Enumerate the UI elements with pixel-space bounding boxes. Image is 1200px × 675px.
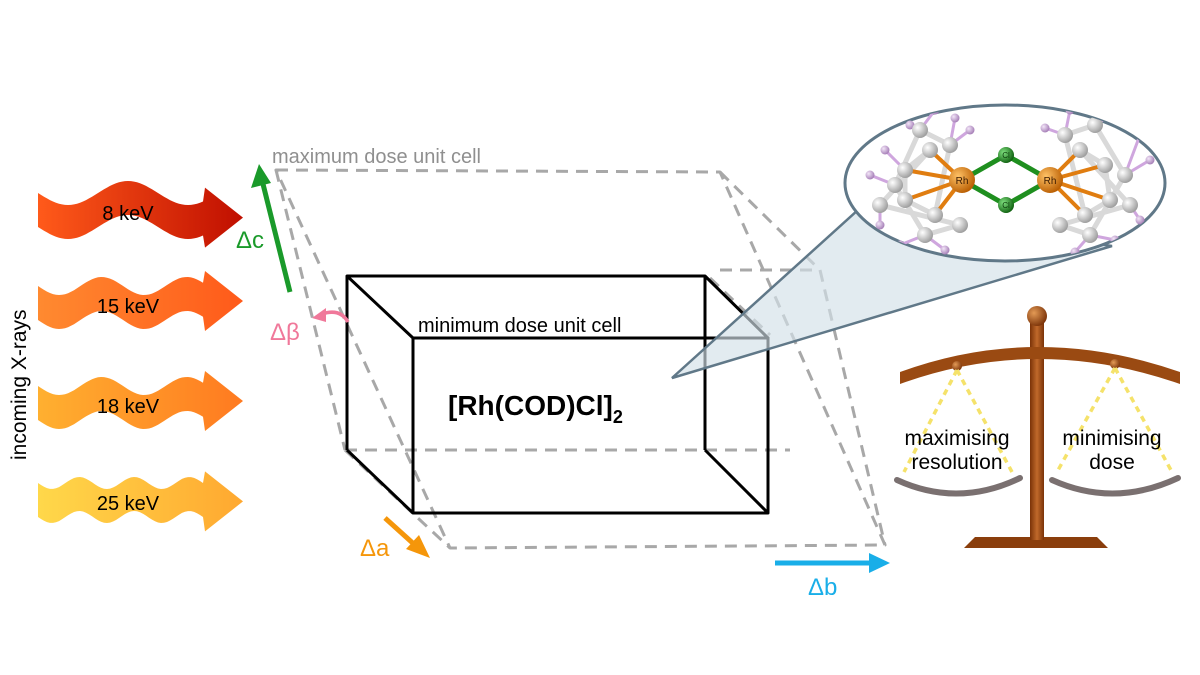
hydrogen-atom-12 [1135,215,1145,225]
carbon-atom-19 [1122,197,1138,213]
beam-label-15kev: 15 keV [97,296,160,318]
bond-cc-right-9 [1077,147,1133,208]
axis-b: Δb [775,553,890,601]
carbon-atom-9 [872,197,888,213]
rhodium-atom-0 [949,167,975,193]
axis-c: Δc [236,164,293,293]
right-pan-label-line1: minimising [1062,427,1161,450]
hydrogen-atom-5 [940,245,950,255]
beam-25kev: 25 keV [38,471,243,532]
rhodium-label-0: Rh [956,176,969,187]
carbon-atom-15 [1087,117,1103,133]
rhodium-atom-1 [1037,167,1063,193]
incoming-xrays-label: incoming X-rays [8,309,31,460]
carbon-atom-5 [912,122,928,138]
bond-cc-left-8 [877,202,963,228]
compound-formula-main: [Rh(COD)Cl] [448,390,613,421]
axis-beta: Δβ [270,308,350,346]
carbon-atom-2 [897,192,913,208]
carbon-atom-7 [917,227,933,243]
carbon-atom-11 [1097,157,1113,173]
beam-label-18kev: 18 keV [97,396,160,418]
delta-beta-label: Δβ [270,319,300,346]
chlorine-atom-0 [998,147,1014,163]
bond-cc-right-8 [1057,202,1133,228]
hydrogen-atom-8 [950,113,960,123]
hydrogen-atom-15 [1040,123,1050,133]
compound-formula-subscript: 2 [613,407,623,427]
delta-c-label: Δc [236,227,264,254]
right-pan [1049,475,1181,497]
balance-beam [900,347,1180,384]
chlorine-label-0: Cl [1002,151,1010,160]
hydrogen-atom-2 [865,170,875,180]
balance-post [1030,322,1044,540]
left-string-outer [902,369,959,473]
right-pivot [1110,359,1120,369]
right-pan-label-line2: dose [1089,451,1135,474]
maximum-dose-unit-cell [274,168,887,550]
hydrogen-atom-1 [880,145,890,155]
beam-8kev: 8 keV [38,181,243,248]
carbon-atom-1 [897,162,913,178]
left-pan-label-line2: resolution [911,451,1002,474]
carbon-atom-14 [1057,127,1073,143]
max-cell-label: maximum dose unit cell [272,146,481,168]
axis-a: Δa [360,516,430,562]
left-pivot [952,361,962,371]
xray-beams: 8 keV 15 keV 18 keV 25 keV [38,181,243,532]
carbon-atom-8 [952,217,968,233]
balance-base [964,537,1108,548]
carbon-atom-4 [942,137,958,153]
carbon-atom-10 [1072,142,1088,158]
left-pan-label-line1: maximising [904,427,1009,450]
carbon-atom-16 [1117,167,1133,183]
beam-18kev: 18 keV [38,371,243,431]
min-cell-label: minimum dose unit cell [418,315,621,337]
bond-cc-right-5 [1092,122,1128,178]
hydrogen-atom-6 [965,125,975,135]
carbon-atom-12 [1102,192,1118,208]
chlorine-atom-1 [998,197,1014,213]
hydrogen-atom-3 [875,220,885,230]
rhodium-label-1: Rh [1044,176,1057,187]
right-string-inner [1113,367,1174,473]
carbon-atom-13 [1077,207,1093,223]
right-string-outer [1055,367,1117,473]
delta-b-label: Δb [808,574,837,601]
hydrogen-atom-9 [1105,105,1115,110]
bond-cc-left-3 [932,142,953,218]
hydrogen-atom-17 [1115,105,1125,115]
carbon-atom-3 [927,207,943,223]
carbon-atom-17 [1082,227,1098,243]
beam-label-8kev: 8 keV [102,203,154,225]
left-string-inner [955,369,1014,473]
bond-cc-left-5 [892,127,923,188]
chlorine-label-1: Cl [1002,201,1010,210]
compound-formula: [Rh(COD)Cl]2 [448,390,623,427]
balance-top-knob [1027,306,1047,326]
beam-15kev: 15 keV [38,271,243,331]
hydrogen-atom-0 [905,120,915,130]
carbon-atom-6 [887,177,903,193]
carbon-atom-0 [922,142,938,158]
hydrogen-atom-11 [1145,155,1155,165]
beam-label-25kev: 25 keV [97,493,160,515]
left-pan [894,475,1023,497]
delta-a-label: Δa [360,535,390,562]
balance-scale: maximising resolution minimising dose [894,306,1181,548]
carbon-atom-18 [1052,217,1068,233]
